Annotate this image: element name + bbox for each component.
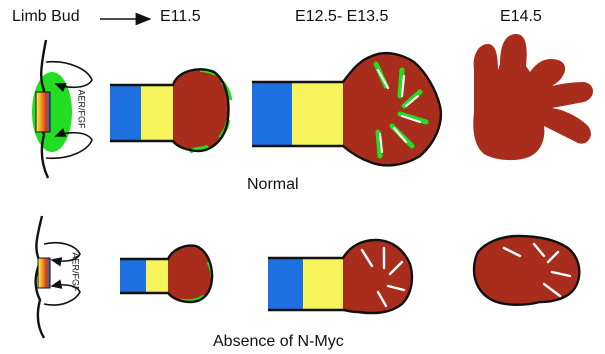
normal-hand-e14-5 <box>473 34 593 160</box>
normal-limb-e11-5 <box>110 69 230 152</box>
normal-limb-e12-5-e13-5 <box>252 53 441 165</box>
normal-aer-fgf-label: AER/FGF <box>77 89 87 128</box>
mutant-aer-fgf-label: AER/FGF <box>71 252 81 291</box>
mutant-hand-e14-5 <box>474 236 579 305</box>
mutant-limb-e11-5 <box>120 246 212 302</box>
row-label-absence-of-n-myc: Absence of N-Myc <box>213 333 344 351</box>
row-label-normal: Normal <box>247 176 299 194</box>
mutant-limb-e12-5-e13-5 <box>268 240 412 313</box>
